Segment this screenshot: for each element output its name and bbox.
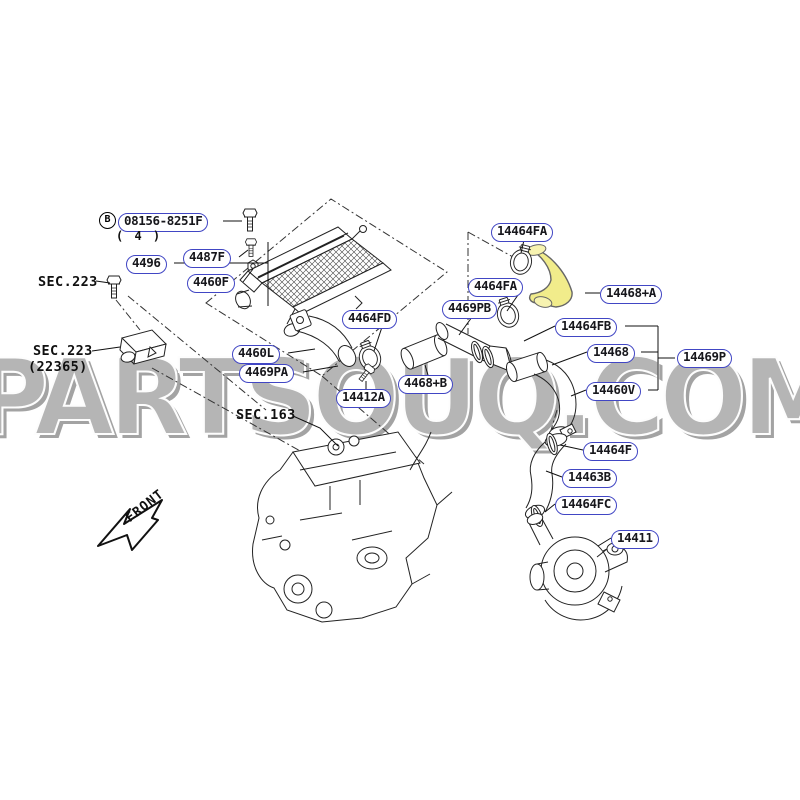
front-arrow-icon: [97, 499, 163, 551]
part-label-4469PB[interactable]: 4469PB: [442, 300, 497, 319]
part-label-4464FD[interactable]: 4464FD: [342, 310, 397, 329]
part-label-4464FA[interactable]: 4464FA: [468, 278, 523, 297]
part-label-14464FB[interactable]: 14464FB: [555, 318, 617, 337]
sensor-sketch: [119, 329, 167, 365]
part-label-4469PA[interactable]: 4469PA: [239, 364, 294, 383]
part-label-14463B[interactable]: 14463B: [562, 469, 617, 488]
part-label-14464FC[interactable]: 14464FC: [555, 496, 617, 515]
clamp-icon: [492, 295, 523, 331]
tube-14468-sketch: [506, 351, 548, 383]
section-ref-sec223-sensor: SEC.223: [33, 343, 93, 359]
hardware-quantity: ( 4 ): [116, 229, 163, 243]
part-label-4460L[interactable]: 4460L: [232, 345, 280, 364]
part-label-4496[interactable]: 4496: [126, 255, 167, 274]
part-label-4487F[interactable]: 4487F: [183, 249, 231, 268]
turbo-sketch: [526, 513, 628, 621]
highlighted-hose-14468A: [525, 244, 573, 308]
part-label-14411[interactable]: 14411: [611, 530, 659, 549]
part-label-08156-8251F[interactable]: 08156-8251F: [118, 213, 209, 232]
section-ref-sec223-sensor-sub: (22365): [28, 359, 88, 375]
intercooler-sketch: [235, 225, 392, 337]
section-ref-sec163: SEC.163: [236, 407, 296, 423]
duct-4460L-sketch: [289, 309, 357, 367]
part-label-4460F[interactable]: 4460F: [187, 274, 235, 293]
part-label-14468A[interactable]: 14468+A: [600, 285, 662, 304]
yellow-hose-path: [527, 246, 573, 308]
section-ref-sec223-bolt: SEC.223: [38, 274, 98, 290]
part-label-14460V[interactable]: 14460V: [586, 382, 641, 401]
part-label-14469P[interactable]: 14469P: [677, 349, 732, 368]
engine-sketch: [252, 431, 453, 623]
bolt-icon: [106, 275, 122, 299]
part-label-14464F[interactable]: 14464F: [583, 442, 638, 461]
part-label-14464FA[interactable]: 14464FA: [491, 223, 553, 242]
part-label-14412A[interactable]: 14412A: [336, 389, 391, 408]
hardware-badge: B: [99, 212, 116, 229]
tube-4468B-sketch: [400, 334, 448, 370]
part-label-4468B[interactable]: 4468+B: [398, 375, 453, 394]
part-label-14468[interactable]: 14468: [587, 344, 635, 363]
